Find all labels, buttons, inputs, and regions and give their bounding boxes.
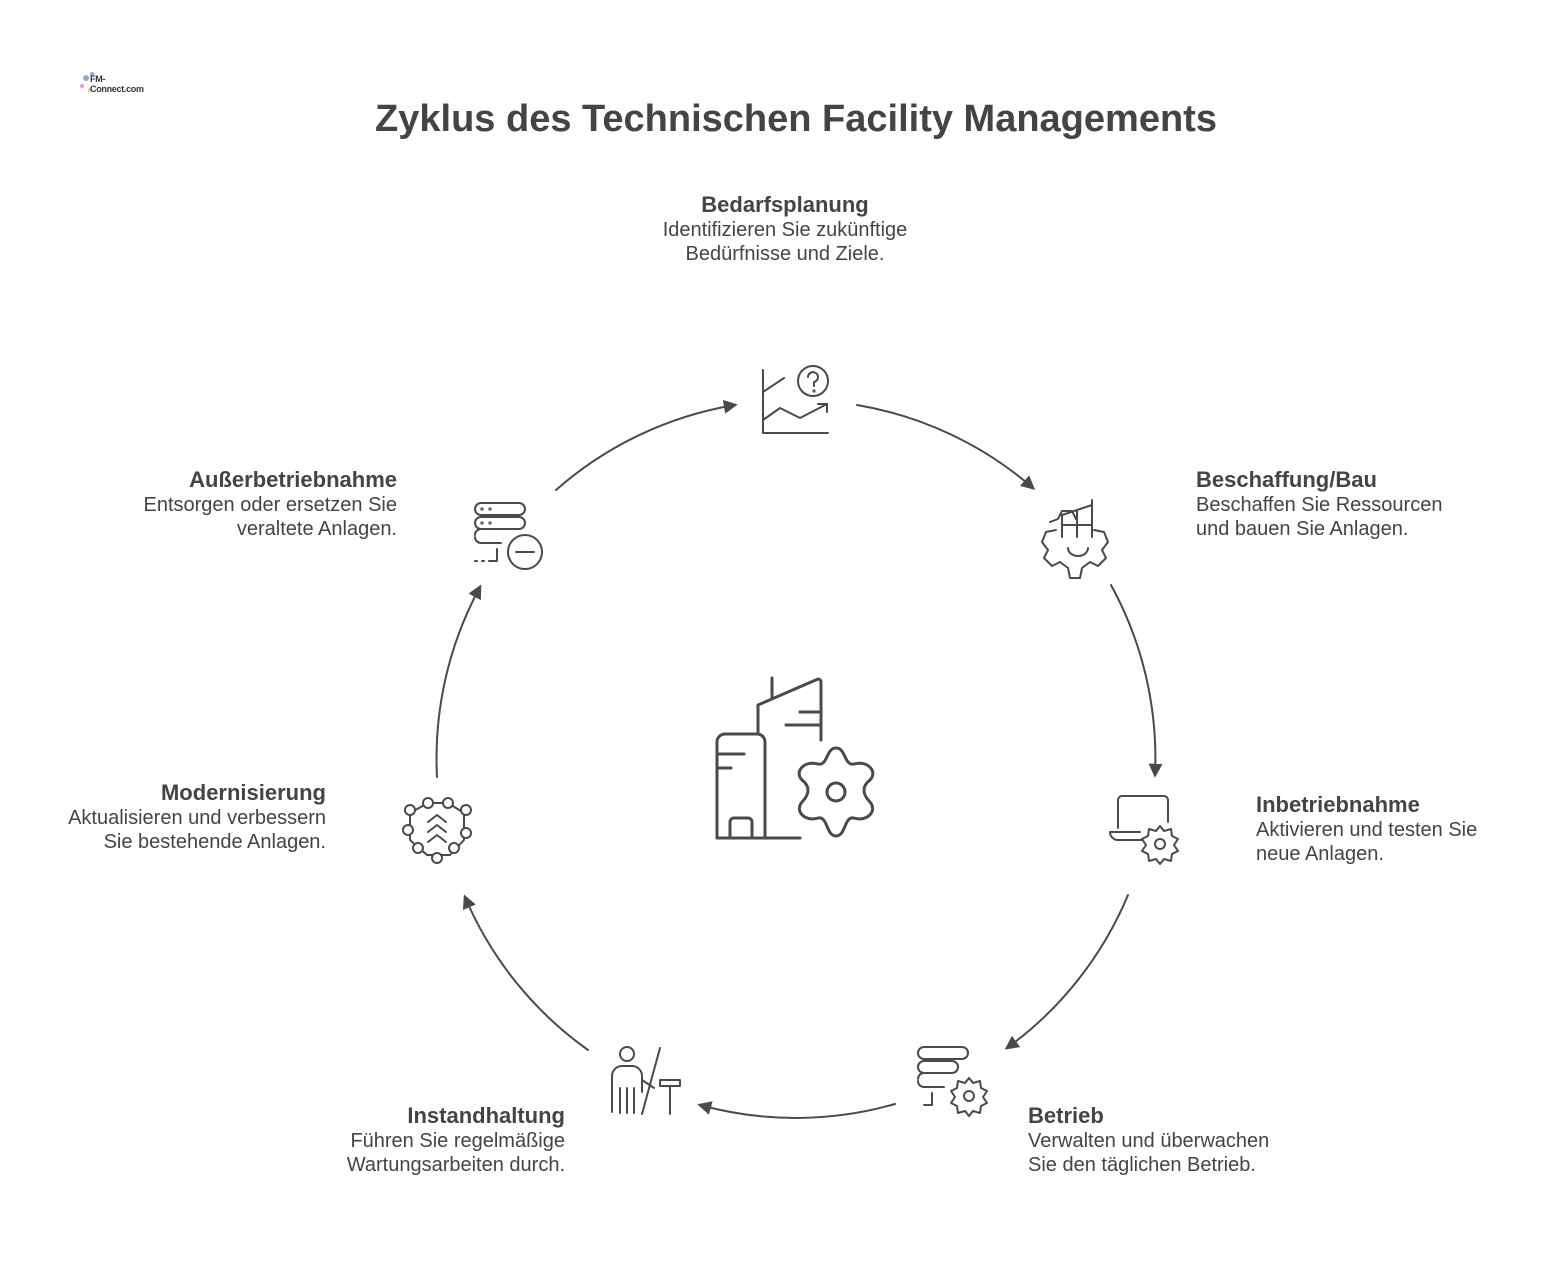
arrow-5: [697, 1101, 896, 1119]
page-title: Zyklus des Technischen Facility Manageme…: [375, 98, 1217, 140]
cycle-arrows: [435, 399, 1163, 1119]
stage-description: Identifizieren Sie zukünftige Bedürfniss…: [662, 218, 908, 266]
upgrade-network-icon: [402, 797, 472, 864]
arrow-3: [1110, 584, 1163, 778]
stage-betrieb: Betrieb Verwalten und überwachen Sie den…: [1028, 1103, 1298, 1178]
stage-bedarfsplanung: Bedarfsplanung Identifizieren Sie zukünf…: [655, 192, 915, 267]
stage-beschaffung-bau: Beschaffung/Bau Beschaffen Sie Ressource…: [1196, 467, 1466, 542]
arrow-1: [555, 399, 738, 491]
arrow-2: [856, 404, 1036, 490]
arrow-4: [1004, 894, 1129, 1050]
stage-title: Betrieb: [1028, 1103, 1104, 1128]
laptop-gear-icon: [1109, 795, 1179, 865]
logo: FM-Connect.com: [78, 68, 144, 96]
stage-instandhaltung: Instandhaltung Führen Sie regelmäßige Wa…: [300, 1103, 565, 1178]
stage-description: Verwalten und überwachen Sie den täglich…: [1028, 1129, 1270, 1177]
stage-description: Aktivieren und testen Sie neue Anlagen.: [1256, 818, 1478, 866]
stage-modernisierung: Modernisierung Aktualisieren und verbess…: [50, 780, 326, 855]
stage-description: Führen Sie regelmäßige Wartungsarbeiten …: [346, 1129, 565, 1177]
stage-ausserbetriebnahme: Außerbetriebnahme Entsorgen oder ersetze…: [140, 467, 398, 542]
stage-title: Außerbetriebnahme: [189, 467, 397, 492]
logo-mark-icon: [80, 72, 94, 92]
logo-text: FM-Connect.com: [90, 74, 144, 94]
arrow-7: [435, 584, 482, 778]
stage-description: Aktualisieren und verbessern Sie bestehe…: [68, 806, 326, 854]
server-gear-icon: [917, 1046, 988, 1117]
buildings-gear-icon: [715, 676, 875, 840]
stage-title: Instandhaltung: [407, 1103, 565, 1128]
stage-title: Modernisierung: [160, 780, 326, 805]
stage-title: Beschaffung/Bau: [1196, 467, 1377, 492]
stage-title: Bedarfsplanung: [701, 192, 869, 217]
chart-question-icon: [762, 365, 829, 434]
stage-description: Entsorgen oder ersetzen Sie veraltete An…: [143, 493, 398, 541]
stage-title: Inbetriebnahme: [1256, 792, 1420, 817]
building-gear-icon: [1041, 499, 1109, 579]
arrow-6: [462, 894, 589, 1051]
stage-inbetriebnahme: Inbetriebnahme Aktivieren und testen Sie…: [1256, 792, 1496, 867]
server-minus-icon: [474, 502, 543, 570]
stage-description: Beschaffen Sie Ressourcen und bauen Sie …: [1196, 493, 1443, 541]
worker-roller-icon: [611, 1046, 681, 1115]
